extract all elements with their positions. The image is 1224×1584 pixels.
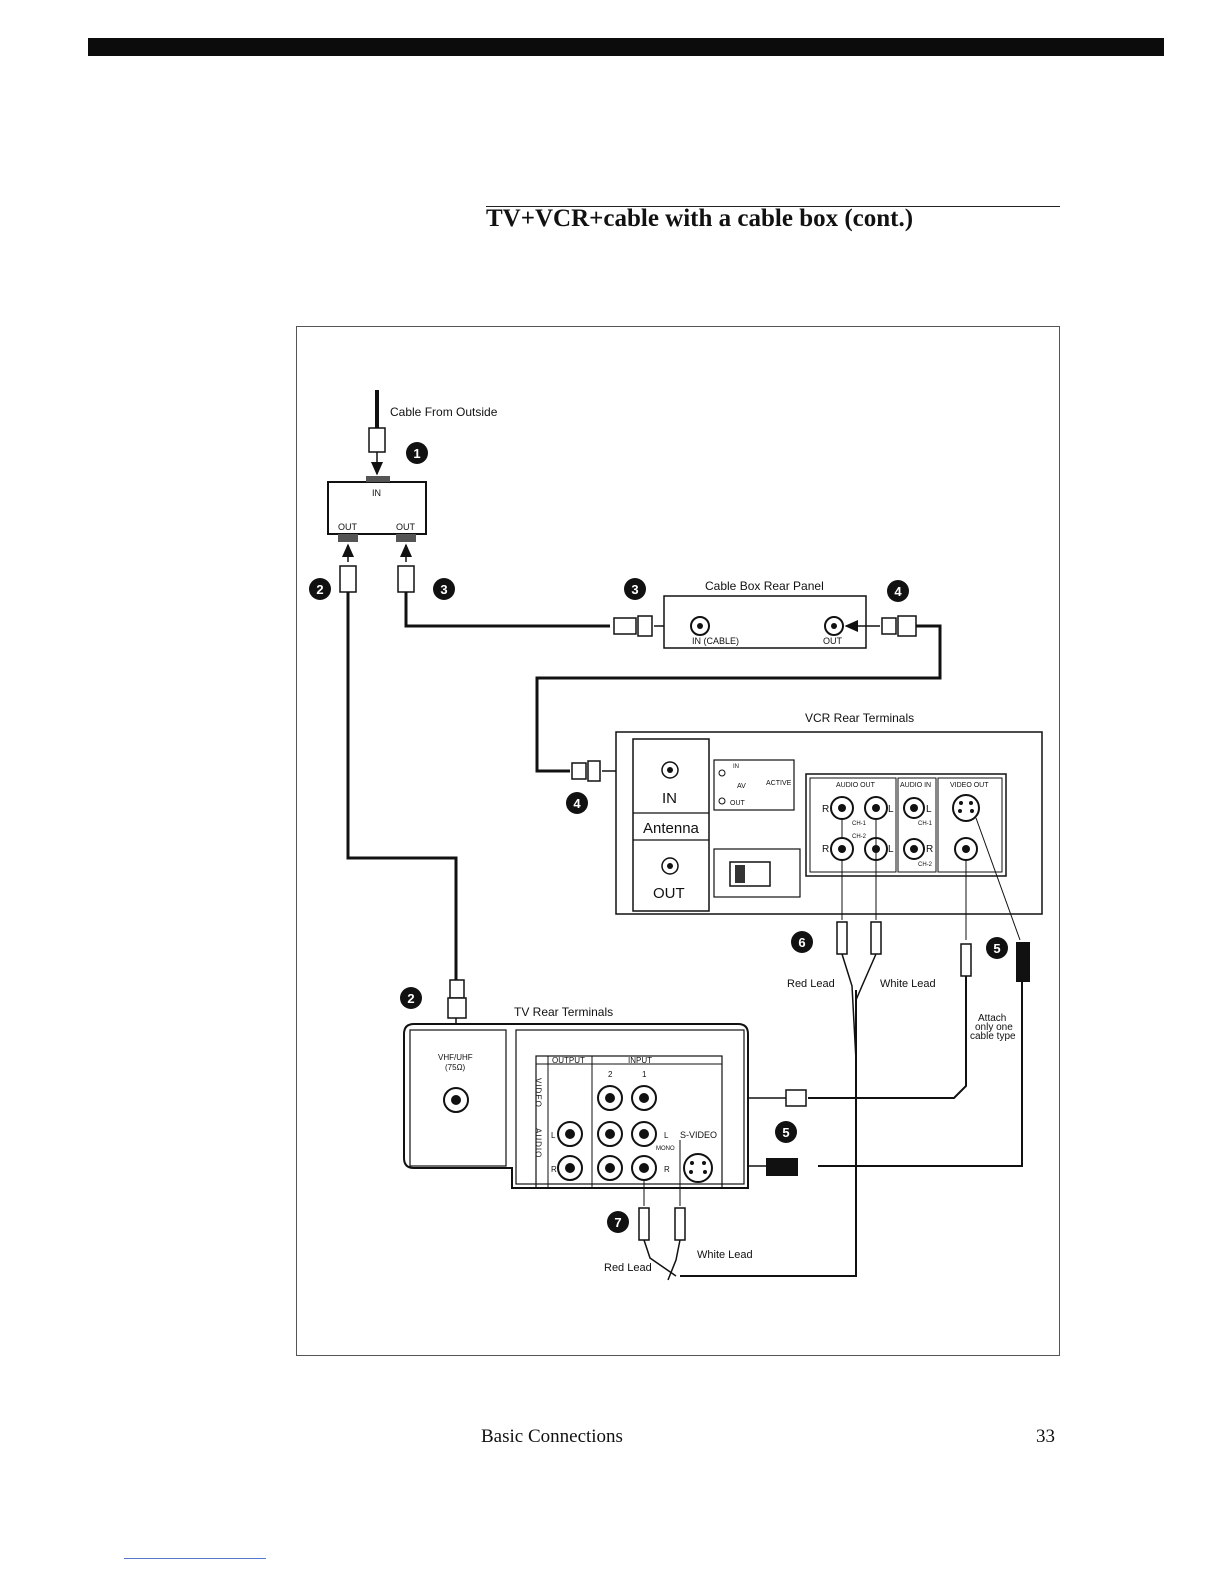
splitter-out-left-label: OUT [338, 522, 358, 532]
white-lead-bottom-label: White Lead [697, 1249, 753, 1261]
page-title: TV+VCR+cable with a cable box (cont.) [486, 205, 914, 232]
step-marker-3-right: 3 [624, 578, 646, 600]
vcr-ch1-label: CH-1 [852, 821, 867, 827]
cable-splitter-to-tv [346, 592, 458, 980]
vcr-video-out-label: VIDEO OUT [950, 782, 989, 789]
step-marker-5-mid: 5 [775, 1121, 797, 1143]
vcr-ch2-b-label: CH-2 [918, 862, 933, 868]
tv-output-l-label: L [551, 1131, 556, 1140]
tv-audio-leads [638, 1140, 686, 1281]
page-number: 33 [1036, 1426, 1055, 1447]
vcr-audio-r-bottom-label: R [822, 844, 829, 855]
step-marker-7: 7 [607, 1211, 629, 1233]
step-marker-4-top: 4 [887, 580, 909, 602]
vcr-switch-active-label: ACTIVE [766, 780, 792, 787]
cable-box-in-label: IN (CABLE) [692, 636, 739, 646]
vcr-antenna-out-label: OUT [653, 885, 685, 902]
vcr-switch-out-label: OUT [730, 800, 746, 807]
cable-cablebox-to-vcr [535, 624, 942, 773]
page-header-bar [88, 38, 1164, 56]
tv-video-vertical-label: VIDEO [534, 1078, 543, 1108]
vcr-audio-in-r-label: R [926, 844, 933, 855]
svg-text:5: 5 [993, 941, 1000, 956]
tv-input-1-label: 1 [642, 1070, 647, 1079]
cable-box-panel-label: Cable Box Rear Panel [705, 579, 824, 593]
vcr-audio-out-label: AUDIO OUT [836, 782, 876, 789]
step-marker-2-tv: 2 [400, 987, 422, 1009]
vcr-video-out-jacks [952, 794, 980, 861]
vcr-av-terminals [805, 773, 1007, 877]
splitter-in-label: IN [372, 488, 381, 498]
incoming-cable [368, 390, 386, 476]
attach-note-line3: cable type [970, 1031, 1016, 1042]
vcr-ch1-b-label: CH-1 [918, 821, 933, 827]
splitter-connectors [339, 543, 415, 593]
red-lead-top-label: Red Lead [787, 978, 835, 990]
tv-audio-r-label: R [664, 1165, 670, 1174]
tv-input-label: INPUT [628, 1056, 652, 1065]
vcr-audio-in-l-label: L [926, 804, 932, 815]
white-lead-top-label: White Lead [880, 978, 936, 990]
tv-mono-label: MONO [656, 1146, 675, 1152]
vcr-audio-l-bottom-label: L [888, 844, 894, 855]
step-marker-6: 6 [791, 931, 813, 953]
tv-audio-l-label: L [664, 1131, 669, 1140]
vcr-switch-av-label: AV [737, 783, 746, 790]
tv-vhf-label: VHF/UHF [438, 1053, 473, 1062]
tv-output-r-label: R [551, 1165, 557, 1174]
vcr-audio-r-top-label: R [822, 804, 829, 815]
vcr-antenna-in-label: IN [662, 790, 677, 807]
tv-ohm-label: (75Ω) [445, 1063, 466, 1072]
svg-text:2: 2 [316, 582, 323, 597]
svg-text:4: 4 [894, 584, 902, 599]
vcr-audio-leads [680, 818, 882, 1277]
tv-jacks [557, 1085, 713, 1183]
step-marker-3-left: 3 [433, 578, 455, 600]
title-rule [486, 206, 1060, 207]
step-marker-4-vcr: 4 [566, 792, 588, 814]
svg-text:4: 4 [573, 796, 581, 811]
tv-audio-vertical-label: AUDIO [534, 1128, 543, 1158]
attach-note-line1: Attach [978, 1013, 1006, 1024]
tv-panel-label: TV Rear Terminals [514, 1005, 613, 1019]
cable-from-outside-label: Cable From Outside [390, 405, 498, 419]
svg-text:1: 1 [413, 446, 420, 461]
vcr-video-leads [810, 817, 1030, 1167]
vcr-audio-in-jacks [903, 797, 925, 860]
svg-text:5: 5 [782, 1125, 789, 1140]
splitter-out-right-label: OUT [396, 522, 416, 532]
vcr-ch2-label: CH-2 [852, 834, 867, 840]
attach-note-line2: only one [975, 1022, 1013, 1033]
svg-text:6: 6 [798, 935, 805, 950]
vcr-av-switch-block [713, 759, 795, 811]
vcr-antenna-label: Antenna [643, 820, 700, 837]
svg-text:3: 3 [440, 582, 447, 597]
cable-box-out-label: OUT [823, 636, 843, 646]
red-lead-bottom-label: Red Lead [604, 1262, 652, 1274]
step-marker-5-top: 5 [986, 937, 1008, 959]
svg-text:7: 7 [614, 1215, 621, 1230]
vcr-audio-in-label: AUDIO IN [900, 782, 931, 789]
cable-splitter-to-cablebox [404, 592, 610, 628]
vcr-switch-in-label: IN [733, 764, 739, 770]
bottom-rule [124, 1558, 266, 1559]
figure-frame [296, 326, 1060, 1356]
splitter [327, 476, 427, 542]
vcr-audio-l-top-label: L [888, 804, 894, 815]
svg-text:2: 2 [407, 991, 414, 1006]
tv-input-2-label: 2 [608, 1070, 613, 1079]
vcr-panel-label: VCR Rear Terminals [805, 711, 914, 725]
step-marker-2-top: 2 [309, 578, 331, 600]
tv-output-label: OUTPUT [552, 1056, 585, 1065]
footer-section-title: Basic Connections [481, 1426, 623, 1447]
step-marker-1: 1 [406, 442, 428, 464]
tv-svideo-label: S-VIDEO [680, 1130, 717, 1140]
svg-text:3: 3 [631, 582, 638, 597]
